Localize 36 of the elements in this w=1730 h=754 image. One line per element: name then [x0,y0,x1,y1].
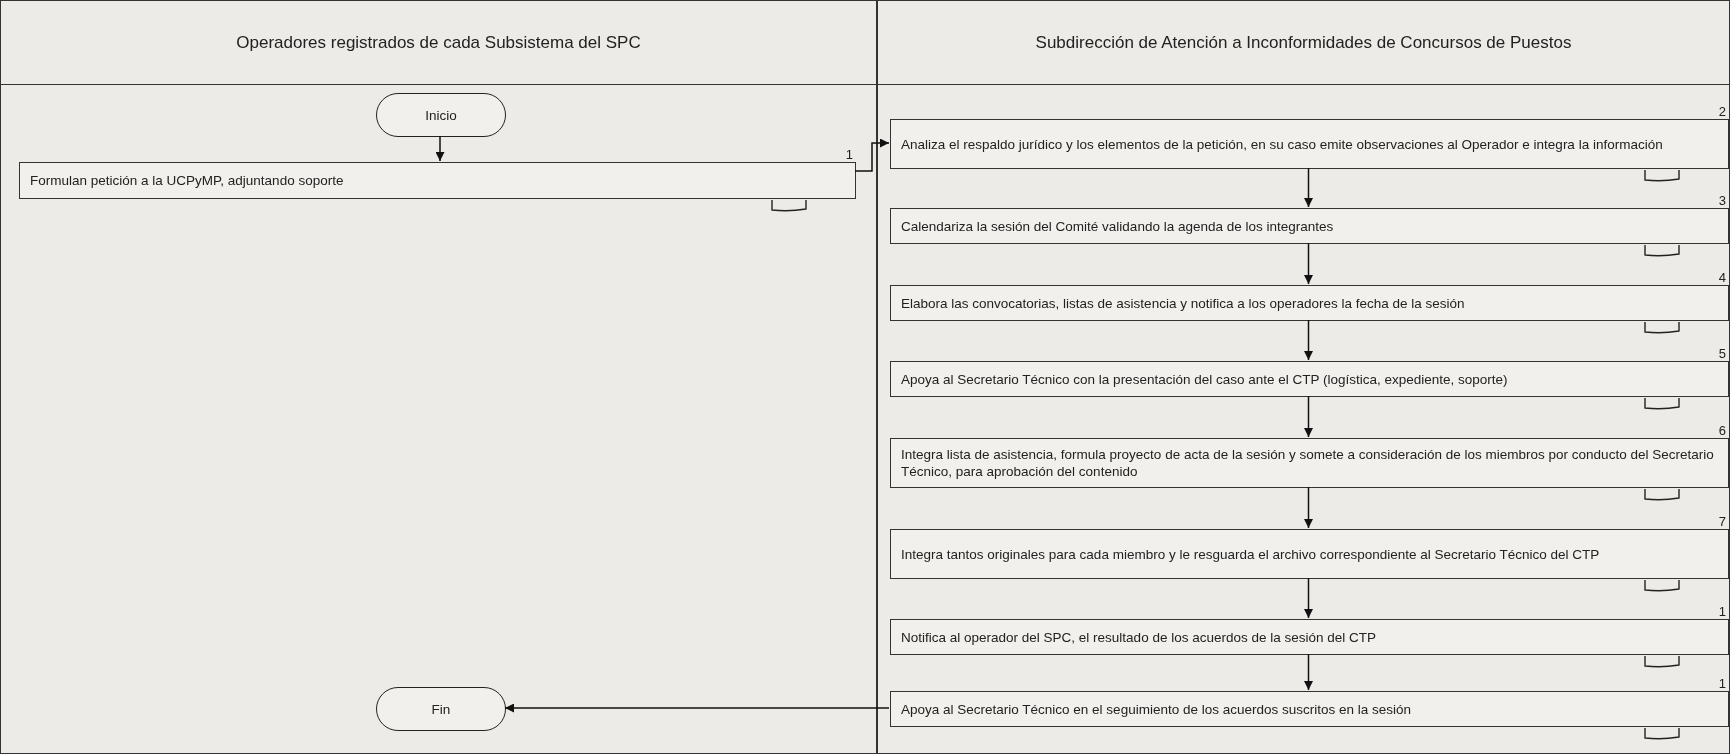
arrow [854,138,890,172]
step-number: 1 [1718,603,1726,621]
arrow [1304,577,1313,619]
step-text: Notifica al operador del SPC, el resultado de los acuerdos de la sesión del CTP [901,628,1377,646]
step-number: 7 [1718,513,1726,531]
step-number: 4 [1718,269,1726,287]
arrow [1304,167,1313,208]
step-number: 1 [1718,675,1726,693]
step-text: Formulan petición a la UCPyMP, adjuntando soporte [30,172,345,189]
lane-header: Operadores registrados de cada Subsistema del SPC [236,31,641,54]
step-number: 2 [1718,103,1726,121]
arrow [1304,242,1313,285]
step-text: Integra tantos originales para cada miembro y le resguarda el archivo correspondiente al Secretario Técnico del CTP [901,545,1601,563]
step-text: Integra lista de asistencia, formula proyecto de acta de la sesión y somete a consideración de los miembros por conducto del Secretario Técnico, para aprobación del contenido [901,446,1715,480]
terminal-label: Fin [431,700,451,718]
step-text: Apoya al Secretario Técnico en el seguimiento de los acuerdos suscritos en la sesión [901,700,1413,718]
arrow [1304,653,1313,691]
step-text: Elabora las convocatorias, listas de asistencia y notifica a los operadores la fecha de la sesión [901,294,1466,312]
arrow [1304,486,1313,529]
arrow [504,703,890,713]
step-text: Analiza el respaldo jurídico y los elementos de la petición, en su caso emite observaciones al Operador e integra la información [901,135,1664,153]
step-text: Calendariza la sesión del Comité validando la agenda de los integrantes [901,217,1335,235]
step-number: 3 [1718,192,1726,210]
arrow [435,135,445,162]
step-text: Apoya al Secretario Técnico con la presentación del caso ante el CTP (logística, expediente, soporte) [901,370,1509,388]
arrow [1304,395,1313,438]
terminal-label: Inicio [425,106,457,124]
step-number: 1 [845,146,853,164]
terminal-box [376,93,506,137]
swimlane [0,0,877,754]
step-number: 5 [1718,345,1726,363]
lane-header: Subdirección de Atención a Inconformidades de Concursos de Puestos [1035,31,1572,54]
terminal-box [376,687,506,731]
swimlane [877,0,1730,754]
step-number: 6 [1718,422,1726,440]
arrow [1304,319,1313,361]
